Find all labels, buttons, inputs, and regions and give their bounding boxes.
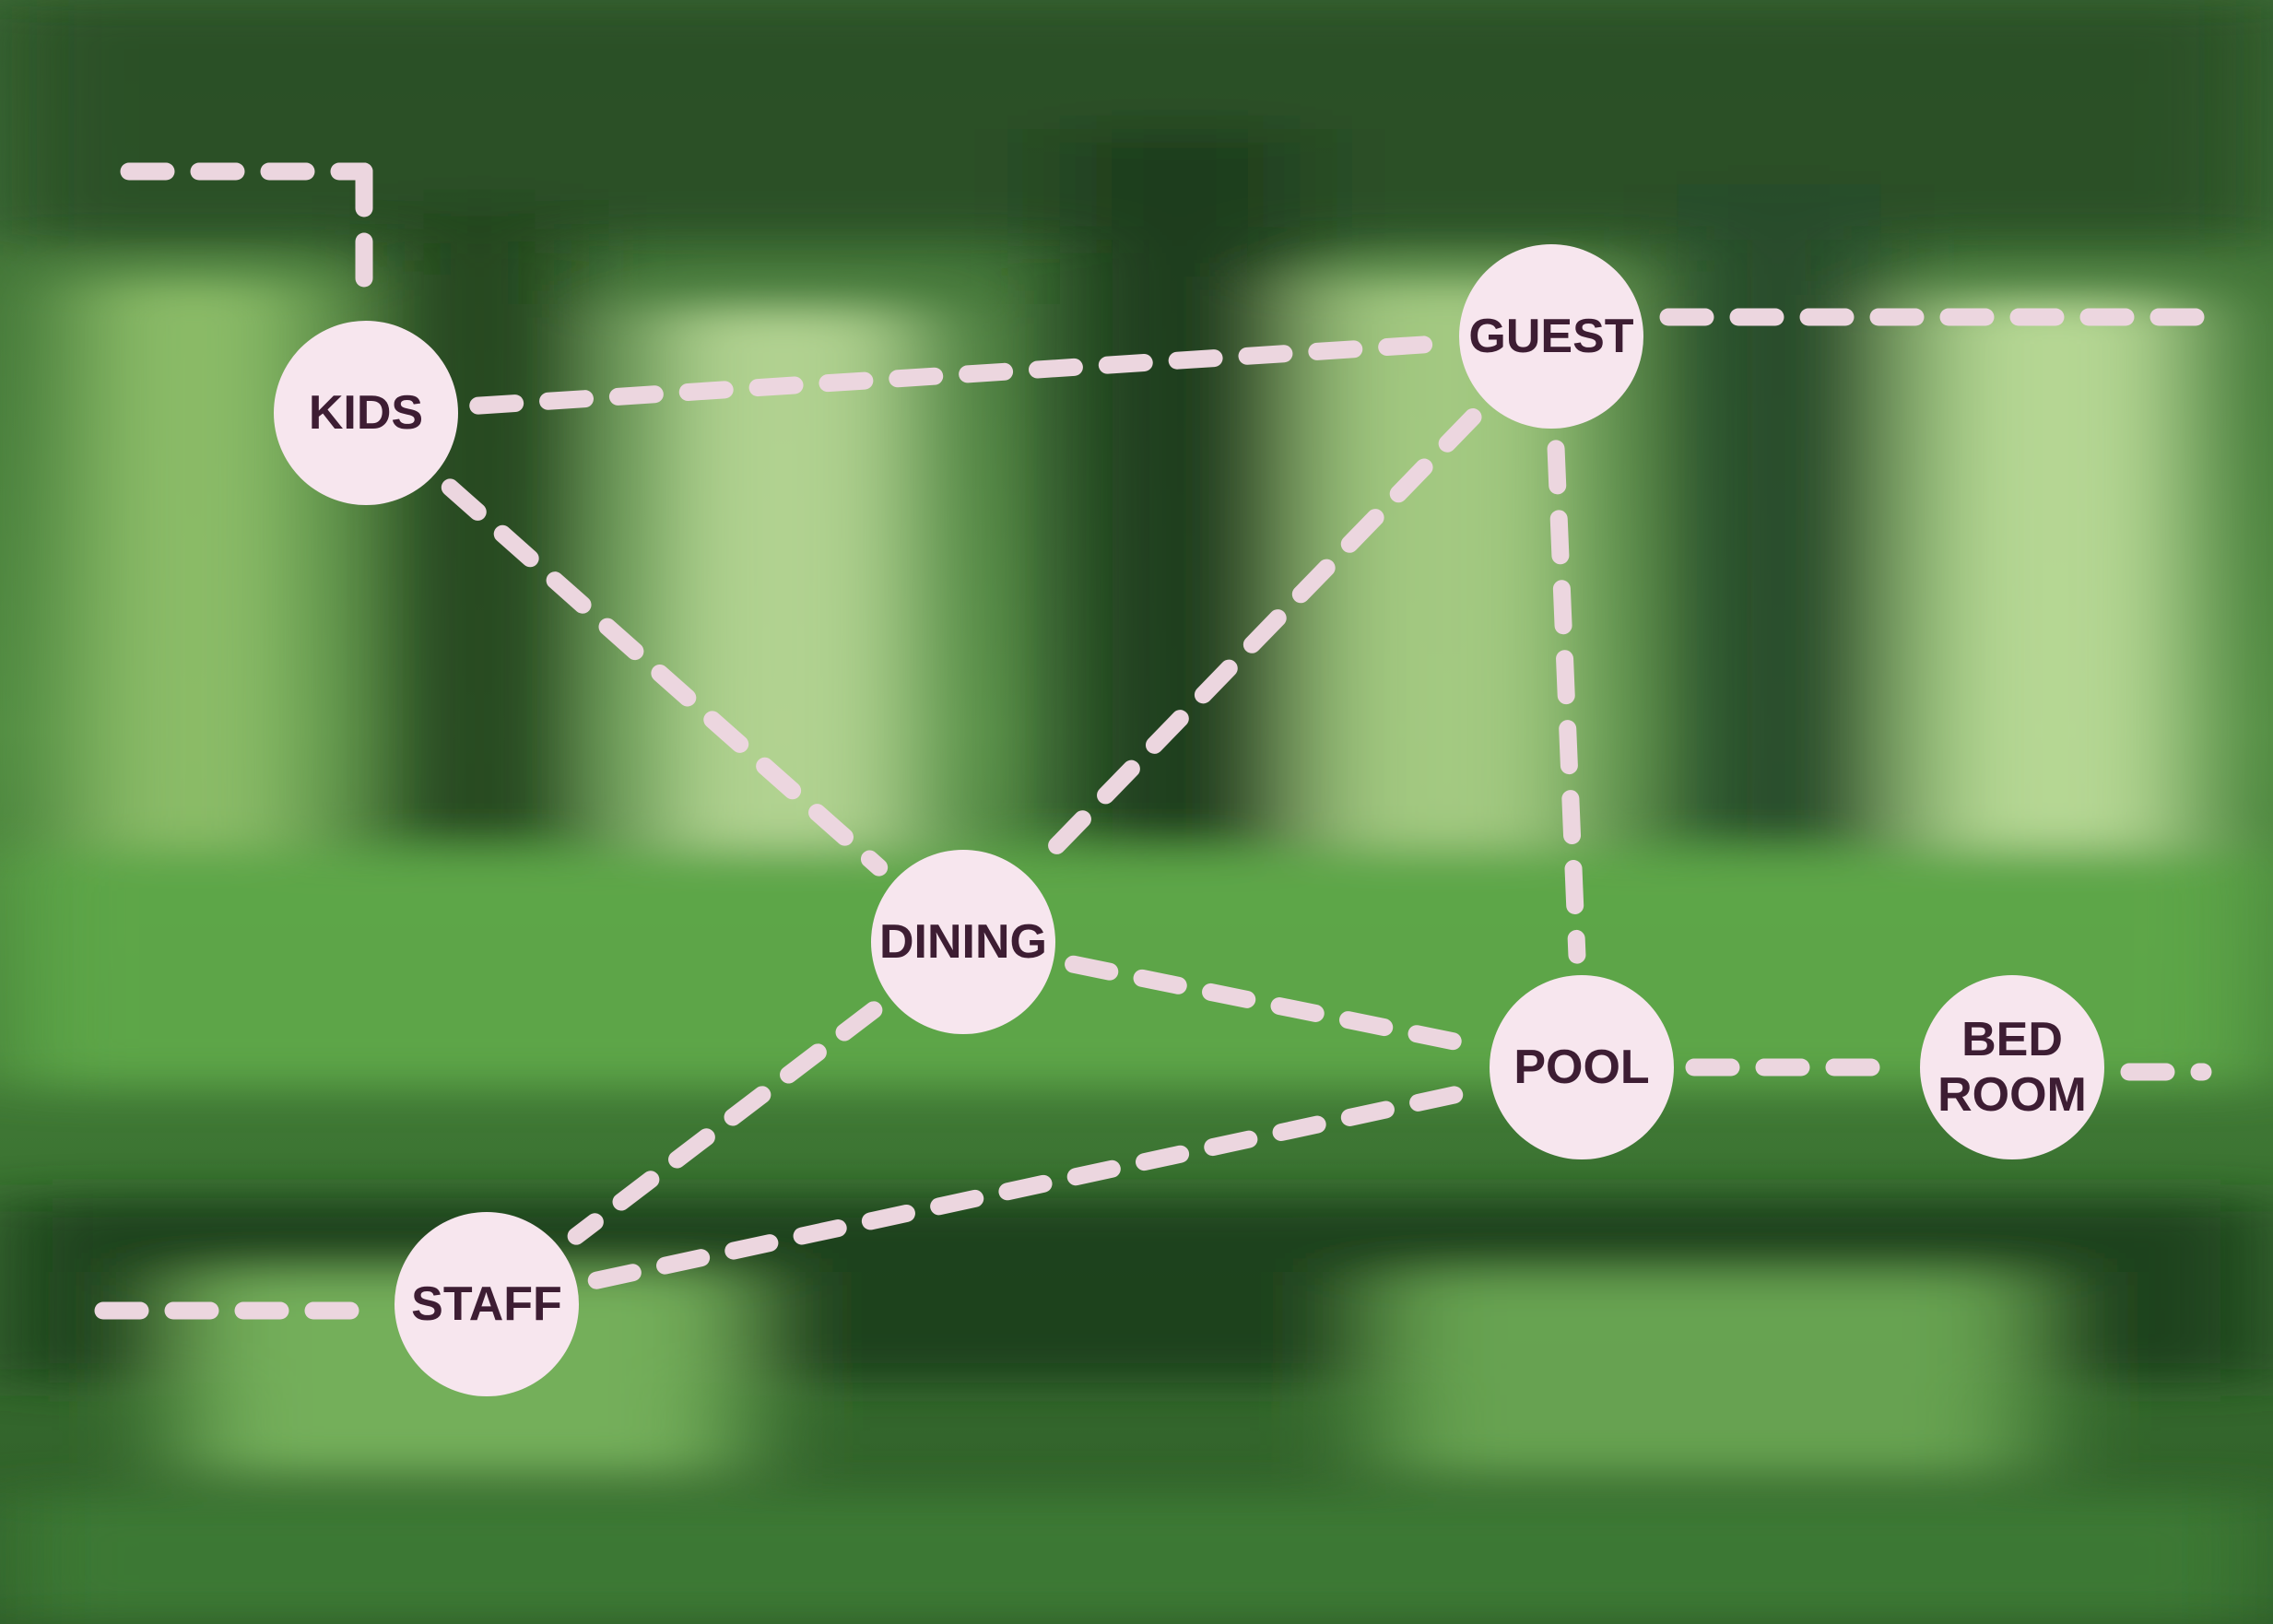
node-dining: DINING (871, 850, 1055, 1034)
edge-guest-pool (1547, 440, 1586, 964)
node-circle-guest (1459, 244, 1643, 429)
edge-dining-pool (1065, 955, 1480, 1054)
edge-kids-guest (469, 335, 1448, 415)
node-staff: STAFF (395, 1212, 579, 1396)
node-kids: KIDS (274, 321, 458, 505)
node-circle-dining (871, 850, 1055, 1034)
node-guest: GUEST (1459, 244, 1643, 429)
edge-dining-staff (567, 1001, 883, 1245)
node-label-pool: POOL (1513, 1041, 1649, 1094)
node-label-line: ROOM (1937, 1068, 2087, 1122)
edge-guest-dining (1032, 408, 1482, 870)
node-label-dining: DINING (879, 915, 1047, 969)
node-circle-bedroom (1920, 975, 2104, 1159)
node-pool: POOL (1490, 975, 1674, 1159)
node-circle-pool (1490, 975, 1674, 1159)
edge-kids-dining (441, 478, 889, 877)
connection-lines (441, 335, 1909, 1289)
node-label-line: BED (1961, 1013, 2063, 1066)
node-label-kids: KIDS (309, 386, 423, 440)
node-circle-staff (395, 1212, 579, 1396)
node-label-guest: GUEST (1468, 310, 1633, 363)
node-circle-kids (274, 321, 458, 505)
edge-staff-pool (587, 1082, 1481, 1289)
outgoing-connections (94, 162, 2212, 1320)
node-label-staff: STAFF (411, 1277, 562, 1331)
